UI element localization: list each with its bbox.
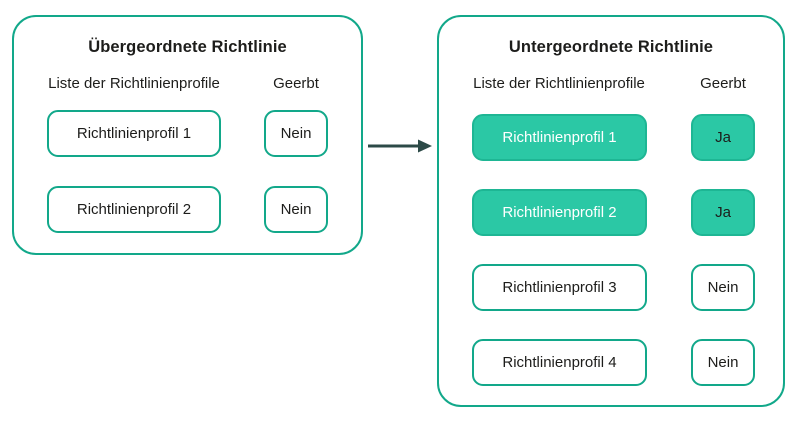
parent-policy-panel: Übergeordnete Richtlinie Liste der Richt… xyxy=(12,15,363,255)
profile-box: Richtlinienprofil 2 xyxy=(472,189,647,236)
profiles-column-header: Liste der Richtlinienprofile xyxy=(48,75,220,92)
profile-box: Richtlinienprofil 3 xyxy=(472,264,647,311)
inherited-column-header: Geerbt xyxy=(273,75,319,92)
policy-profile-row: Richtlinienprofil 3 Nein xyxy=(439,264,783,311)
policy-profile-row: Richtlinienprofil 4 Nein xyxy=(439,339,783,386)
inherited-box: Nein xyxy=(691,339,755,386)
inherited-box: Nein xyxy=(264,186,328,233)
arrow-right-icon xyxy=(368,138,432,154)
profile-box: Richtlinienprofil 2 xyxy=(47,186,221,233)
inherited-box: Nein xyxy=(691,264,755,311)
inherited-box: Nein xyxy=(264,110,328,157)
inherited-box: Ja xyxy=(691,189,755,236)
panel-title: Übergeordnete Richtlinie xyxy=(88,38,287,56)
inherited-column-header: Geerbt xyxy=(700,75,746,92)
inherited-box: Ja xyxy=(691,114,755,161)
policy-profile-row: Richtlinienprofil 2 Nein xyxy=(14,186,361,233)
profile-box: Richtlinienprofil 1 xyxy=(47,110,221,157)
policy-profile-row: Richtlinienprofil 2 Ja xyxy=(439,189,783,236)
policy-profile-row: Richtlinienprofil 1 Nein xyxy=(14,110,361,157)
policy-profile-row: Richtlinienprofil 1 Ja xyxy=(439,114,783,161)
profiles-column-header: Liste der Richtlinienprofile xyxy=(473,75,645,92)
panel-title: Untergeordnete Richtlinie xyxy=(508,38,714,56)
child-policy-panel: Untergeordnete Richtlinie Liste der Rich… xyxy=(437,15,785,407)
profile-box: Richtlinienprofil 1 xyxy=(472,114,647,161)
profile-box: Richtlinienprofil 4 xyxy=(472,339,647,386)
